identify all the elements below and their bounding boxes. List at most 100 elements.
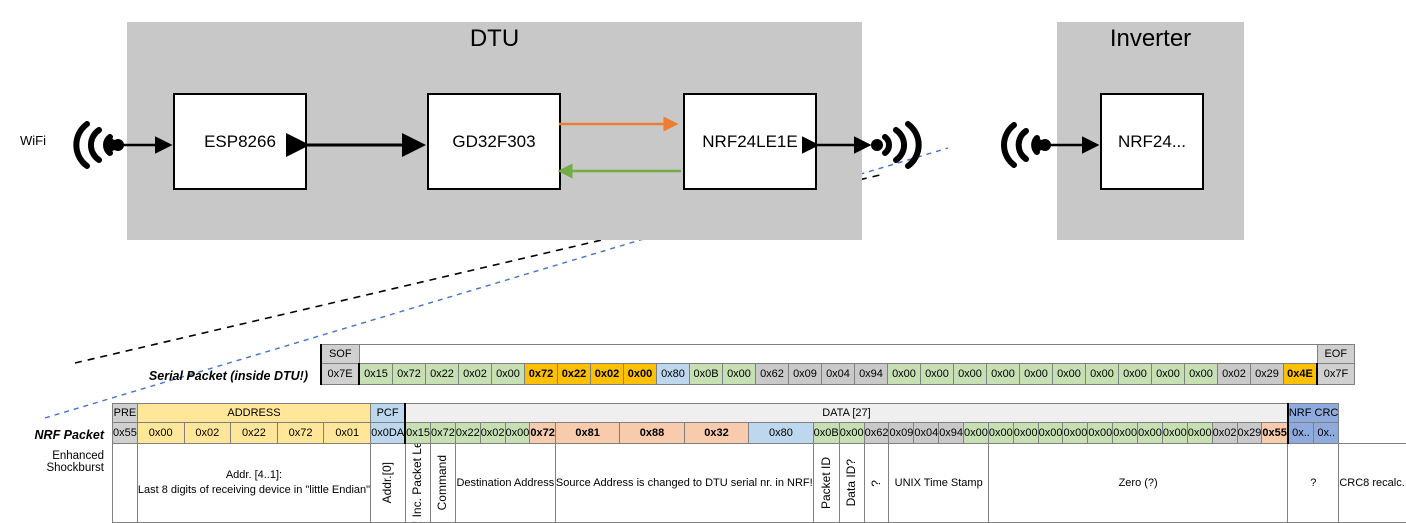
serial-byte: 0x0B [689,363,723,385]
chip-nrf24-inverter[interactable]: NRF24... [1100,93,1204,190]
serial-byte: 0x15 [358,363,393,385]
serial-byte: 0x29 [1250,363,1284,385]
nrf-byte: 0x.. [1286,422,1315,444]
nrf-band: NRF CRC [1286,403,1340,423]
nrf-desc-cell: UNIX Time Stamp [888,443,989,523]
nrf-byte: 0x09 [888,422,915,444]
nrf-band: DATA [27] [404,403,1289,423]
nrf-byte: 0x00 [1112,422,1139,444]
chip-gd32f303[interactable]: GD32F303 [427,93,561,190]
nrf-byte: 0x01 [323,422,372,444]
rf-antenna-icon-inverter [1001,122,1040,168]
nrf-desc-cell: ? [1287,443,1340,523]
serial-byte: 0x4E [1283,363,1318,385]
serial-byte: 0x00 [623,363,657,385]
rf-antenna-icon-dtu [882,121,922,169]
serial-byte: 0x00 [722,363,756,385]
nrf-byte: 0x.. [1313,422,1340,444]
chip-nrf24le1e[interactable]: NRF24LE1E [683,93,817,190]
nrf-byte: 0x72 [529,422,556,444]
antenna-dot-dtu [871,139,883,151]
nrf-desc-cell: 9 Bit! Inc. Packet Length [404,443,431,523]
nrf-byte: 0x80 [748,422,814,444]
packet-tables: Serial Packet (inside DTU!) NRF Packet E… [0,340,1406,523]
serial-sof-value: 0x7E [320,363,360,385]
dtu-title: DTU [469,25,520,52]
nrf-byte: 0x02 [183,422,232,444]
serial-byte: 0x72 [392,363,426,385]
serial-byte: 0x22 [557,363,591,385]
serial-byte: 0x00 [1118,363,1152,385]
serial-byte: 0x00 [920,363,954,385]
nrf-byte: 0x22 [230,422,278,444]
nrf-desc-cell: Addr.[0] [370,443,406,523]
serial-byte: 0x00 [953,363,987,385]
nrf-byte: 0x88 [619,422,685,444]
nrf-byte: 0x02 [479,422,506,444]
nrf-byte: 0x00 [1161,422,1188,444]
serial-byte: 0x00 [1085,363,1119,385]
nrf-byte: 0x04 [913,422,940,444]
serial-byte: 0x94 [854,363,888,385]
serial-byte: 0x02 [458,363,492,385]
nrf-desc-cell: Zero (?) [987,443,1289,523]
serial-byte: 0x04 [821,363,855,385]
nrf-byte: 0x00 [1087,422,1114,444]
nrf-byte: 0x29 [1236,422,1263,444]
nrf-desc-cell: Addr. [4..1]:Last 8 digits of receiving … [136,443,372,523]
serial-packet-label: Serial Packet (inside DTU!) [148,369,308,383]
nrf-packet-sublabel: Enhanced Shockburst [46,450,104,474]
nrf-byte: 0x00 [987,422,1014,444]
nrf-byte: 0x00 [1137,422,1163,444]
block-diagram: DTU Inverter ESP8266 GD32F303 NRF24LE1E … [20,22,1244,419]
nrf-byte: 0x55 [112,422,138,444]
serial-eof-header: EOF [1316,344,1355,364]
nrf-desc-cell: Source Address is changed to DTU serial … [554,443,814,523]
nrf-byte: 0x00 [1037,422,1064,444]
serial-byte: 0x09 [788,363,822,385]
nrf-byte: 0x00 [1186,422,1213,444]
serial-eof-value: 0x7F [1316,363,1355,385]
nrf-desc-cell: Data ID? [838,443,865,523]
serial-byte: 0x00 [1184,363,1218,385]
nrf-byte: 0x02 [1211,422,1238,444]
serial-byte: 0x00 [1052,363,1086,385]
nrf-byte: 0x32 [683,422,750,444]
nrf-band: PRE [112,403,138,423]
serial-byte: 0x22 [425,363,459,385]
serial-byte: 0x80 [656,363,690,385]
serial-byte: 0x00 [491,363,525,385]
nrf-byte: 0x94 [938,422,965,444]
serial-byte: 0x00 [1019,363,1053,385]
nrf-byte: 0x00 [838,422,865,444]
nrf-byte: 0x00 [504,422,531,444]
nrf-byte: 0x0B [812,422,840,444]
nrf-desc-cell: ? [863,443,890,523]
nrf-desc-cell: Command [429,443,456,523]
nrf-byte: 0x72 [276,422,325,444]
inverter-title: Inverter [1109,25,1192,52]
nrf-byte: 0x62 [863,422,890,444]
nrf-byte: 0x55 [1261,422,1289,444]
serial-sof-header: SOF [320,344,360,364]
wifi-label: WiFi [20,133,46,148]
chip-esp8266[interactable]: ESP8266 [173,93,307,190]
diagram-connectors [73,116,1100,179]
nrf-desc-cell: Packet ID [812,443,840,523]
serial-byte: 0x00 [887,363,921,385]
serial-byte: 0x62 [755,363,789,385]
serial-byte: 0x72 [524,363,558,385]
nrf-packet-label: NRF Packet [34,428,104,442]
nrf-band: ADDRESS [136,403,372,423]
nrf-desc-cell: CRC8 recalc. ! [1338,443,1406,523]
nrf-byte: 0x00 [963,422,989,444]
nrf-byte: 0x72 [429,422,456,444]
nrf-byte: 0x81 [554,422,621,444]
nrf-byte: 0x00 [1062,422,1089,444]
serial-byte: 0x00 [986,363,1020,385]
nrf-byte: 0x15 [404,422,431,444]
wifi-antenna-icon-left [73,121,113,169]
